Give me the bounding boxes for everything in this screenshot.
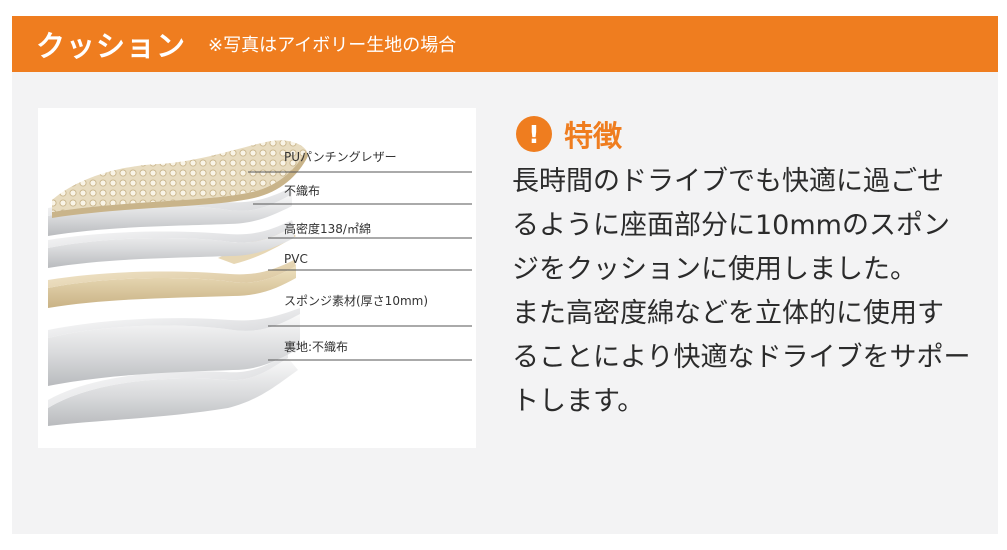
feature-title: 特徴	[564, 119, 623, 153]
layer-label-pvc: PVC	[284, 252, 308, 266]
section-header: クッション ※写真はアイボリー生地の場合	[12, 16, 998, 72]
section-title: クッション	[36, 29, 187, 63]
feature-line: また高密度綿などを立体的に使用す	[512, 298, 944, 329]
feature-description: 長時間のドライブでも快適に過ごせ るように座面部分に10mmのスポン ジをクッシ…	[512, 160, 982, 424]
layer-sponge	[48, 308, 300, 386]
layer-label-nonwoven: 不織布	[284, 184, 321, 198]
feature-heading: ! 特徴	[516, 113, 622, 155]
feature-line: ジをクッションに使用しました。	[512, 254, 917, 285]
layer-pu-leather	[52, 140, 308, 218]
feature-line: ることにより快適なドライブをサポー	[512, 342, 971, 373]
leader-lines	[248, 171, 472, 361]
layer-cotton	[48, 220, 296, 268]
layer-pvc	[48, 260, 296, 308]
exclamation-icon: !	[516, 116, 552, 152]
feature-line: トします。	[512, 386, 645, 417]
layer-label-sponge: スポンジ素材(厚さ10mm)	[284, 294, 429, 308]
feature-line: 長時間のドライブでも快適に過ごせ	[512, 166, 944, 197]
layers-illustration	[48, 140, 472, 426]
section-note: ※写真はアイボリー生地の場合	[208, 35, 457, 56]
layer-label-pu-leather: PUパンチングレザー	[284, 150, 397, 164]
cushion-layers-figure: PUパンチングレザー 不織布 高密度138/㎡綿 PVC スポンジ素材(厚さ10…	[38, 108, 476, 448]
layer-label-lining: 裏地:不織布	[284, 340, 349, 354]
feature-line: るように座面部分に10mmのスポン	[512, 210, 950, 241]
layer-lining	[48, 354, 298, 426]
layer-label-cotton: 高密度138/㎡綿	[284, 222, 371, 236]
